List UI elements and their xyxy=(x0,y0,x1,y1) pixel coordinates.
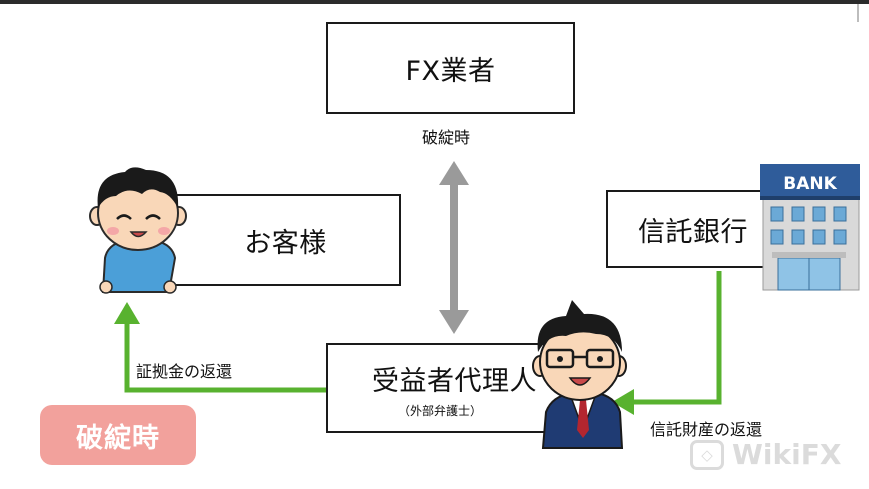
margin-return-arrow xyxy=(114,302,328,393)
gray-double-arrow xyxy=(439,161,469,334)
customer-title: お客様 xyxy=(244,227,327,259)
beneficiary-agent-box: 受益者代理人 （外部弁護士） xyxy=(326,343,580,433)
beneficiary-agent-title: 受益者代理人 xyxy=(372,366,537,397)
top-border xyxy=(0,0,869,22)
trust-bank-title: 信託銀行 xyxy=(638,216,748,248)
customer-box: お客様 xyxy=(150,194,401,286)
watermark-text: WikiFX xyxy=(732,438,842,471)
fx-dealer-title: FX業者 xyxy=(405,55,496,87)
edge-tick xyxy=(857,4,859,22)
bankruptcy-top-label: 破綻時 xyxy=(422,128,471,147)
beneficiary-agent-subtitle: （外部弁護士） xyxy=(398,404,483,418)
trust-property-return-label: 信託財産の返還 xyxy=(650,420,763,439)
bankruptcy-badge: 破綻時 xyxy=(40,405,196,465)
trust-bank-box: 信託銀行 xyxy=(606,190,766,268)
watermark: ◇ WikiFX xyxy=(690,438,841,471)
trust-property-return-arrow xyxy=(612,271,722,415)
margin-return-label: 証拠金の返還 xyxy=(136,362,233,381)
watermark-logo-icon: ◇ xyxy=(690,439,724,470)
fx-dealer-box: FX業者 xyxy=(326,22,575,114)
